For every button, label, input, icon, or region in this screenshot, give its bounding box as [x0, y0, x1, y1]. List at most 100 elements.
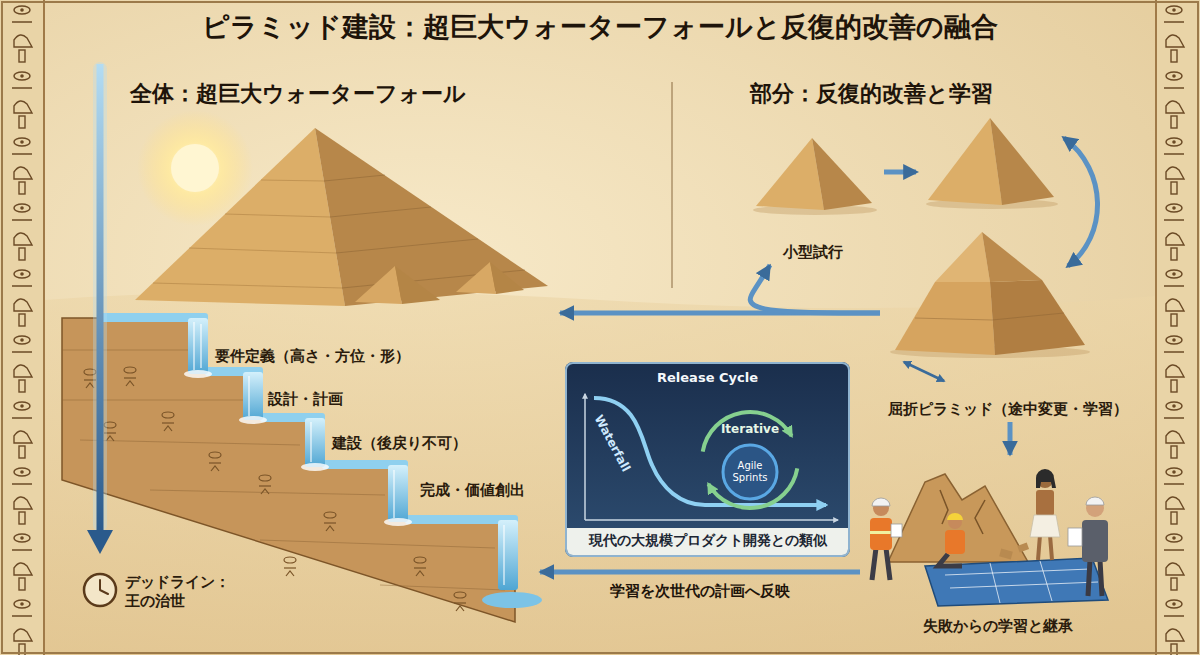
waterfall-staircase [284, 557, 296, 576]
hieroglyph-border [0, 0, 44, 655]
trial-pyramids [756, 138, 824, 210]
hieroglyph-border [1156, 0, 1200, 655]
node-label: デッドライン： 王の治世 [125, 573, 237, 611]
node-label: 失敗からの学習と継承 [923, 617, 1073, 636]
failure-scene [945, 561, 1098, 603]
step-label: 建設（後戻り不可） [326, 430, 496, 456]
failure-scene [870, 469, 1108, 606]
waterfall-staircase [62, 313, 542, 622]
clock-icon [100, 580, 108, 594]
failure-scene [870, 531, 892, 534]
bent-pyramid-drawing [935, 232, 990, 282]
bent-pyramid-drawing [990, 280, 1085, 355]
flow-arrow [750, 265, 880, 313]
great-pyramid [395, 266, 440, 304]
node-label: 小型試行 [783, 243, 843, 262]
failure-scene [1036, 490, 1054, 516]
release-cycle-chart-drawing [723, 445, 777, 499]
hieroglyph-border [1156, 0, 1200, 655]
trial-pyramid: 小型試行 [745, 128, 880, 265]
trial-pyramids [928, 118, 1002, 205]
failure-scene [1030, 515, 1060, 537]
chart-title: Release Cycle [567, 370, 848, 386]
deadline-label: デッドライン： 王の治世 [122, 570, 240, 614]
failure-scene [1082, 520, 1108, 562]
agile-label: Agile Sprints [725, 460, 775, 484]
waterfall-staircase [301, 463, 329, 471]
node-label: 要件定義（高さ・方位・形） [215, 347, 410, 366]
waterfall-staircase [209, 452, 221, 471]
waterfall-staircase [324, 512, 336, 531]
release-cycle-chart-drawing [585, 519, 838, 521]
hieroglyph-border [43, 0, 45, 655]
failure-scene [1038, 535, 1052, 560]
timeline-arrow [93, 62, 107, 532]
iterative-label: Iterative [710, 422, 790, 437]
failure-scene [870, 518, 892, 550]
step-label: 設計・計画 [262, 386, 432, 412]
timeline-arrow [97, 64, 104, 532]
trial-pyramids [884, 170, 916, 175]
bent-pyramid-drawing [890, 232, 1090, 381]
great-pyramid [153, 180, 342, 288]
section-heading: 全体：超巨大ウォーターフォール [130, 80, 466, 109]
trial-pyramids [812, 138, 872, 210]
failure-scene [891, 524, 902, 537]
release-cycle-chart: Release CycleWaterfall IterativeAgile Spr… [565, 362, 850, 557]
timeline-arrow [87, 62, 113, 554]
trial-pyramids [753, 118, 1098, 266]
hieroglyph-border [0, 0, 44, 655]
release-cycle-chart-drawing [565, 362, 850, 557]
bent-pyramid-drawing [904, 362, 944, 381]
failure-scene [940, 490, 985, 534]
failure-scene [1017, 542, 1029, 552]
section-divider [672, 82, 673, 288]
flow-arrow [1008, 422, 1013, 455]
waterfall-staircase [482, 592, 542, 608]
diagram-title: ピラミッド建設：超巨大ウォーターフォールと反復的改善の融合 [0, 9, 1200, 45]
node-label: 設計・計画 [268, 390, 343, 409]
bent-pyramid-drawing [982, 232, 1042, 282]
waterfall-staircase [62, 318, 515, 622]
great-pyramid [135, 128, 345, 306]
waterfall-staircase [162, 412, 174, 431]
waterfall-staircase [243, 372, 263, 420]
waterfall-staircase [62, 350, 505, 590]
failure-scene [872, 498, 890, 506]
release-cycle-chart-drawing [584, 394, 586, 520]
failure-scene [945, 530, 965, 554]
failure-scene [1088, 560, 1102, 596]
failure-scene [888, 474, 1028, 562]
waterfall-staircase [384, 518, 412, 526]
waterfall-staircase [184, 370, 212, 378]
bent-pyramid: 屈折ピラミッド（途中変更・学習） [880, 225, 1135, 422]
trial-pyramids [1064, 138, 1098, 266]
failure-scene [1068, 528, 1082, 546]
great-pyramid [456, 262, 496, 294]
section-divider [672, 82, 673, 288]
waterfall-label: Waterfall [589, 409, 635, 478]
waterfall-staircase [188, 318, 208, 374]
waterfall-staircase [259, 475, 271, 494]
timeline-arrow [87, 530, 113, 554]
failure-scene [938, 554, 962, 566]
failure-scene [999, 549, 1013, 560]
clock-icon [84, 574, 116, 606]
great-pyramid [355, 266, 402, 304]
waterfall-staircase [498, 520, 518, 590]
bent-pyramid-drawing [915, 313, 1064, 320]
section-heading: 部分：反復的改善と学習 [750, 80, 993, 109]
waterfall-staircase [388, 465, 408, 522]
release-cycle-chart-drawing [565, 362, 850, 557]
waterfall-staircase [414, 557, 426, 576]
trial-pyramids [990, 118, 1054, 205]
node-label: 完成・価値創出 [420, 481, 525, 500]
great-pyramid [315, 128, 548, 306]
